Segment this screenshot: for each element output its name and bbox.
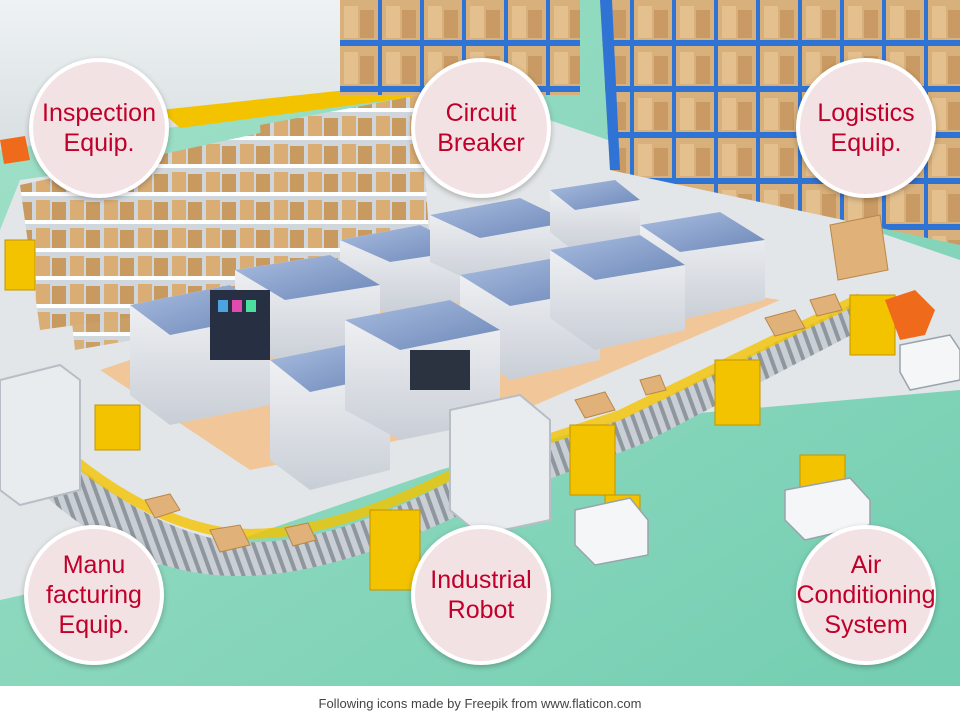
logistics-line-1: Logistics: [817, 99, 915, 127]
air-conditioning-line-2: Conditioning: [796, 581, 936, 609]
logistics-line-2: Equip.: [830, 129, 902, 157]
circuit-breaker-bubble[interactable]: Circuit Breaker: [411, 58, 551, 198]
air-conditioning-line-1: Air: [850, 551, 882, 579]
industrial-robot-line-2: Robot: [447, 596, 515, 624]
manufacturing-line-1: Manu: [62, 551, 126, 579]
circuit-breaker-line-1: Circuit: [445, 99, 517, 127]
air-conditioning-line-3: System: [824, 611, 908, 639]
circuit-breaker-line-2: Breaker: [437, 129, 525, 157]
logistics-equip-bubble[interactable]: Logistics Equip.: [796, 58, 936, 198]
icon-credit: Following icons made by Freepik from www…: [0, 690, 960, 720]
manufacturing-line-3: Equip.: [58, 611, 130, 639]
inspection-line-2: Equip.: [63, 129, 135, 157]
manufacturing-line-2: facturing: [46, 581, 142, 609]
inspection-line-1: Inspection: [42, 99, 156, 127]
air-conditioning-system-bubble[interactable]: Air Conditioning System: [796, 525, 936, 665]
industrial-robot-line-1: Industrial: [430, 566, 532, 594]
inspection-equip-bubble[interactable]: Inspection Equip.: [29, 58, 169, 198]
manufacturing-equip-bubble[interactable]: Manu facturing Equip.: [24, 525, 164, 665]
industrial-robot-bubble[interactable]: Industrial Robot: [411, 525, 551, 665]
